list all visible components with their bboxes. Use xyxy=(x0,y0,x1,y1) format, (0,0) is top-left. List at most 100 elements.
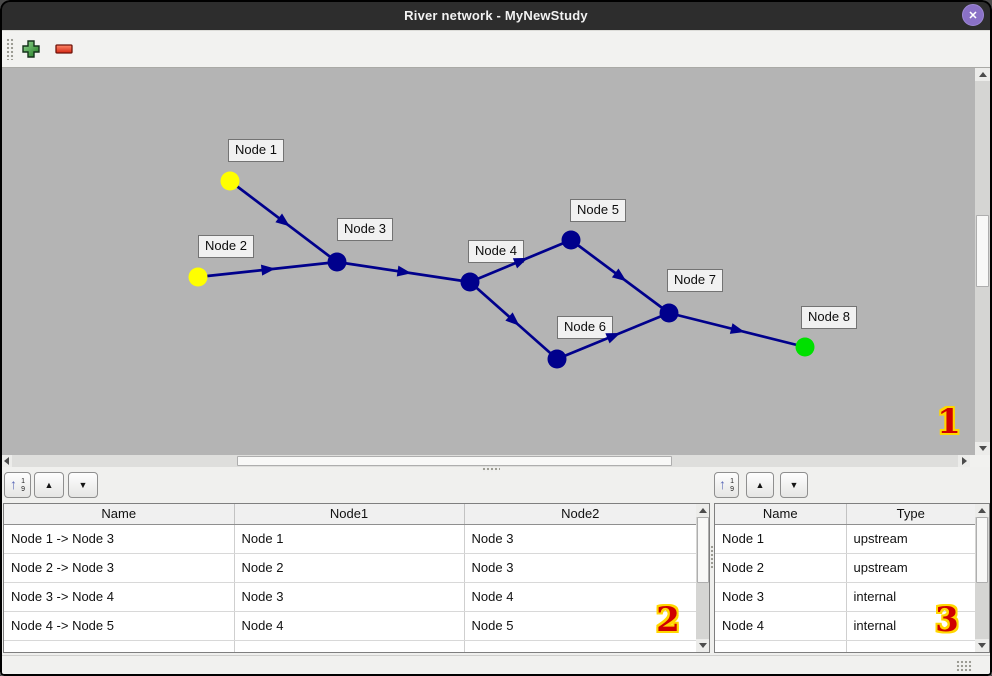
close-icon: ✕ xyxy=(968,9,978,22)
branches-vscrollbar[interactable] xyxy=(696,504,709,652)
triangle-down-icon xyxy=(978,446,987,451)
branches-cell[interactable] xyxy=(4,640,235,652)
branches-cell[interactable]: Node 4 xyxy=(234,611,465,641)
nodes-column-header[interactable]: Name xyxy=(715,504,847,525)
resize-grip[interactable] xyxy=(956,660,972,672)
branches-column-header[interactable]: Node1 xyxy=(234,504,465,525)
branches-column-header[interactable]: Node2 xyxy=(464,504,696,525)
triangle-down-icon xyxy=(699,643,707,648)
triangle-up-icon: ▲ xyxy=(755,479,765,490)
node-labels-layer: Node 1 Node 2 Node 3 Node 4 Node 5 Node 6 Node… xyxy=(0,68,975,455)
node-label-node-6[interactable]: Node 6 xyxy=(557,316,613,339)
annotation-marker-1: 1 xyxy=(937,402,961,442)
canvas-scroll-left-button[interactable] xyxy=(0,455,12,467)
canvas-vscrollbar[interactable] xyxy=(975,68,990,455)
graph-node-2[interactable] xyxy=(188,267,208,287)
nodes-row-partial[interactable] xyxy=(715,640,975,652)
nodes-column-header[interactable]: Type xyxy=(846,504,975,525)
branches-cell[interactable]: Node 5 xyxy=(464,611,696,641)
branches-cell[interactable] xyxy=(464,640,696,652)
branches-sort-button[interactable]: ↑ 1 9 xyxy=(4,472,31,498)
sort-icon: ↑ 1 9 xyxy=(719,475,734,493)
graph-node-3[interactable] xyxy=(327,252,347,272)
close-button[interactable]: ✕ xyxy=(962,4,984,26)
graph-node-8[interactable] xyxy=(795,337,815,357)
nodes-cell[interactable]: Node 1 xyxy=(715,524,847,554)
branches-cell[interactable]: Node 3 xyxy=(234,582,465,612)
nodes-cell[interactable]: internal xyxy=(846,611,975,641)
node-label-node-3[interactable]: Node 3 xyxy=(337,218,393,241)
titlebar[interactable]: River network - MyNewStudy ✕ xyxy=(0,0,992,30)
canvas-scroll-down-button[interactable] xyxy=(975,442,990,455)
remove-button[interactable] xyxy=(51,36,77,62)
nodes-cell[interactable] xyxy=(715,640,847,652)
branches-cell[interactable]: Node 4 -> Node 5 xyxy=(4,611,235,641)
branches-cell[interactable]: Node 4 xyxy=(464,582,696,612)
scroll-down-button[interactable] xyxy=(975,639,989,652)
nodes-sort-button[interactable]: ↑ 1 9 xyxy=(714,472,739,498)
canvas-scroll-up-button[interactable] xyxy=(975,68,990,81)
graph-node-7[interactable] xyxy=(659,303,679,323)
nodes-cell[interactable] xyxy=(846,640,975,652)
triangle-down-icon: ▼ xyxy=(78,479,88,490)
nodes-vscrollbar[interactable] xyxy=(975,504,989,652)
branches-cell[interactable]: Node 3 xyxy=(464,553,696,583)
branches-move-up-button[interactable]: ▲ xyxy=(34,472,64,498)
branches-cell[interactable]: Node 2 -> Node 3 xyxy=(4,553,235,583)
plus-icon xyxy=(22,40,40,58)
graph-node-1[interactable] xyxy=(220,171,240,191)
canvas-hscrollbar[interactable] xyxy=(0,455,970,467)
node-label-node-5[interactable]: Node 5 xyxy=(570,199,626,222)
branches-move-down-button[interactable]: ▼ xyxy=(68,472,98,498)
nodes-cell[interactable]: upstream xyxy=(846,524,975,554)
branches-cell[interactable] xyxy=(234,640,465,652)
nodes-move-up-button[interactable]: ▲ xyxy=(746,472,774,498)
branches-vscroll-thumb[interactable] xyxy=(697,517,709,583)
graph-node-4[interactable] xyxy=(460,272,480,292)
toolbar-drag-handle[interactable] xyxy=(6,38,14,60)
node-label-node-4[interactable]: Node 4 xyxy=(468,240,524,263)
nodes-vscroll-thumb[interactable] xyxy=(976,517,988,583)
node-label-node-8[interactable]: Node 8 xyxy=(801,306,857,329)
node-label-node-2[interactable]: Node 2 xyxy=(198,235,254,258)
graph-node-6[interactable] xyxy=(547,349,567,369)
nodes-cell[interactable]: Node 4 xyxy=(715,611,847,641)
add-button[interactable] xyxy=(18,36,44,62)
canvas-vscroll-thumb[interactable] xyxy=(976,215,989,287)
graph-node-5[interactable] xyxy=(561,230,581,250)
canvas-scroll-right-button[interactable] xyxy=(958,455,970,467)
tables-splitter-handle[interactable] xyxy=(710,545,715,569)
branches-column-header[interactable]: Name xyxy=(4,504,235,525)
branches-cell[interactable]: Node 3 -> Node 4 xyxy=(4,582,235,612)
node-label-node-1[interactable]: Node 1 xyxy=(228,139,284,162)
nodes-cell[interactable]: internal xyxy=(846,582,975,612)
panel-splitter-handle[interactable] xyxy=(482,467,500,472)
branches-cell[interactable]: Node 2 xyxy=(234,553,465,583)
scroll-down-button[interactable] xyxy=(696,639,709,652)
branches-cell[interactable]: Node 3 xyxy=(464,524,696,554)
scroll-up-button[interactable] xyxy=(696,504,709,517)
main-toolbar xyxy=(0,30,992,68)
nodes-cell[interactable]: Node 3 xyxy=(715,582,847,612)
canvas-hscroll-thumb[interactable] xyxy=(237,456,672,466)
nodes-move-down-button[interactable]: ▼ xyxy=(780,472,808,498)
network-canvas[interactable]: Node 1 Node 2 Node 3 Node 4 Node 5 Node 6 Node… xyxy=(0,68,975,455)
edge-arrow-icon xyxy=(396,265,412,277)
node-label-node-7[interactable]: Node 7 xyxy=(667,269,723,292)
nodes-cell[interactable]: Node 2 xyxy=(715,553,847,583)
branches-cell[interactable]: Node 1 xyxy=(234,524,465,554)
branches-cell[interactable]: Node 1 -> Node 3 xyxy=(4,524,235,554)
scroll-up-button[interactable] xyxy=(975,504,989,517)
branches-row-partial[interactable] xyxy=(4,640,696,652)
nodes-cell[interactable]: upstream xyxy=(846,553,975,583)
